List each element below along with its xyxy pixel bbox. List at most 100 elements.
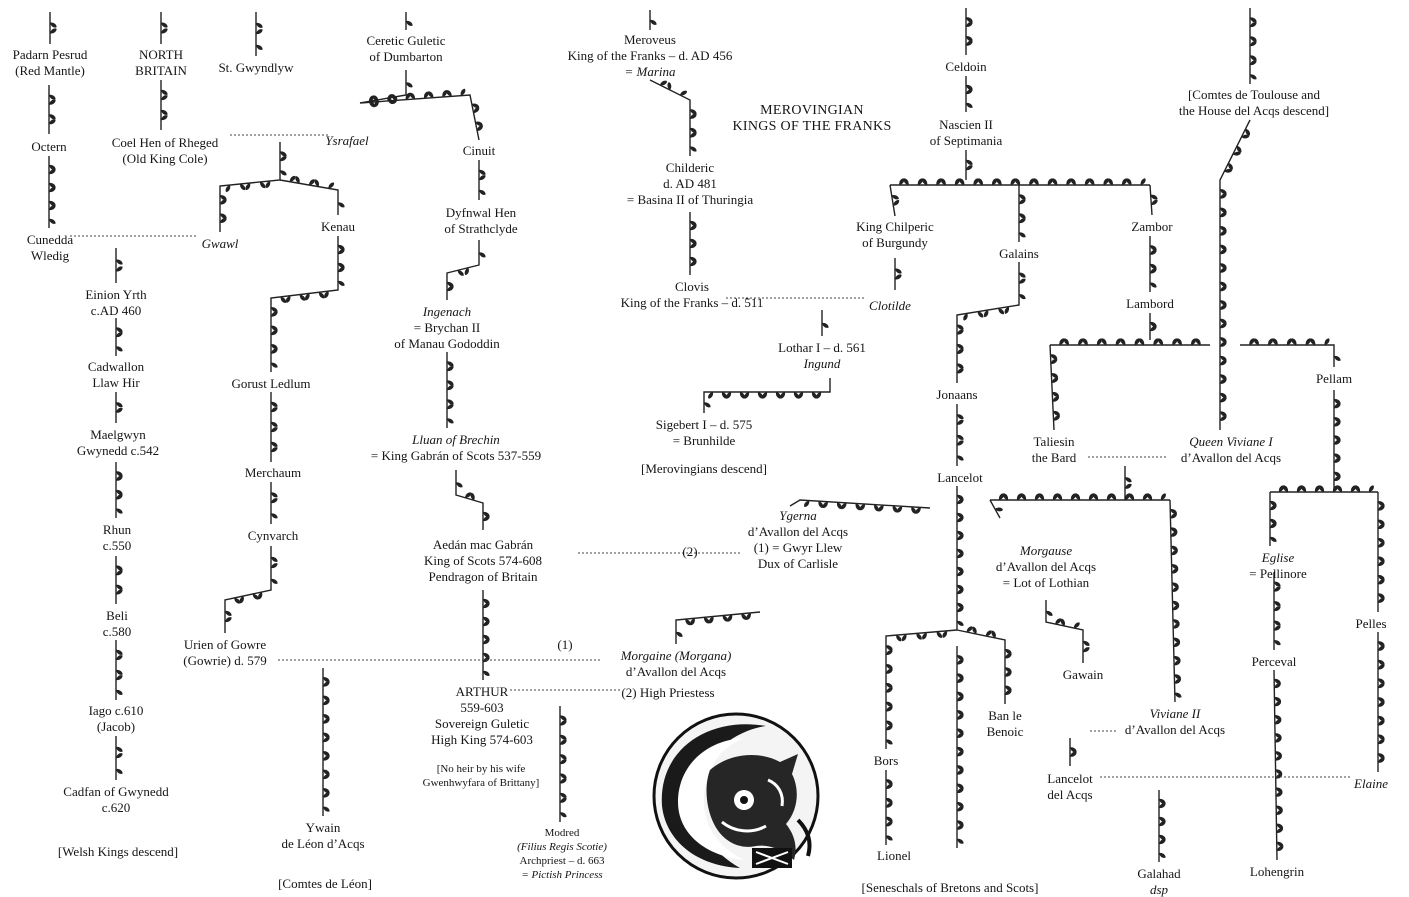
vine-leaf — [1378, 641, 1385, 647]
vine-leaf — [1170, 513, 1177, 519]
vine-leaf — [369, 101, 375, 108]
vine-leaf — [225, 617, 232, 623]
vine-leaf — [314, 179, 320, 187]
vine-leaf — [957, 765, 964, 771]
vine-leaf — [483, 598, 490, 604]
vine-leaf — [1158, 338, 1164, 345]
vine-leaf — [959, 178, 965, 185]
person-line: King of Scots 574-608 — [423, 553, 543, 568]
vine-leaf — [116, 266, 123, 272]
vine-leaf — [1115, 338, 1121, 345]
vine-leaf — [323, 732, 330, 738]
vine-leaf — [1274, 586, 1281, 592]
vine-leaf — [1173, 623, 1180, 629]
vine-leaf — [271, 330, 278, 336]
vine-leaf — [966, 36, 973, 42]
vine-leaf — [957, 434, 964, 440]
vine-leaf — [560, 734, 567, 740]
vine-leaf — [957, 548, 964, 554]
vine-leaf — [1334, 435, 1341, 441]
vine-leaf — [903, 178, 909, 185]
vine-leaf — [256, 22, 263, 28]
vine-leaf — [479, 189, 486, 195]
vine-leaf — [271, 311, 278, 317]
person-ygerna-marriage: (2) — [682, 544, 697, 560]
vine-leaf — [957, 714, 964, 720]
vine-leaf — [780, 392, 786, 399]
person-modred: Modred(Filius Regis Scotie)Archpriest – … — [517, 826, 607, 882]
vine-leaf — [1250, 41, 1257, 47]
vine-leaf — [1232, 151, 1241, 156]
vine-leaf — [739, 392, 745, 399]
person-gorust: Gorust Ledlum — [231, 376, 310, 392]
vine-leaf — [447, 281, 454, 287]
vine-leaf — [1101, 338, 1107, 345]
vine-leaf — [1270, 518, 1277, 524]
vine-leaf — [271, 556, 278, 562]
vine-leaf — [373, 95, 379, 102]
vine-leaf — [1083, 647, 1090, 653]
vine-leaf — [460, 88, 466, 96]
vine-leaf — [1324, 338, 1330, 345]
vine-leaf — [475, 121, 483, 126]
vine-leaf — [836, 502, 842, 510]
person-gwawl: Gwawl — [202, 236, 239, 252]
person-line: Archpriest – d. 663 — [519, 855, 605, 867]
vine-leaf — [161, 95, 168, 101]
vine-leaf — [116, 346, 123, 352]
vine-leaf — [116, 407, 123, 413]
vine-leaf — [406, 20, 413, 26]
vine-leaf — [1378, 734, 1385, 740]
vine-leaf — [886, 645, 893, 651]
vine-leaf — [271, 421, 278, 427]
person-line: [Seneschals of Bretons and Scots] — [861, 880, 1039, 895]
vine-connector — [956, 629, 1006, 704]
vine-leaf — [1150, 321, 1157, 327]
vine-leaf — [1005, 667, 1012, 673]
vine-leaf — [704, 402, 711, 408]
person-seneschals: [Seneschals of Bretons and Scots] — [862, 880, 1039, 896]
vine-leaf — [1378, 739, 1385, 745]
vine-leaf — [1334, 439, 1341, 445]
vine-leaf — [818, 501, 824, 508]
vine-leaf — [957, 494, 964, 500]
vine-leaf — [1220, 360, 1227, 366]
vine-leaf — [680, 90, 688, 96]
person-line: de Léon d’Acqs — [281, 836, 365, 851]
vine-leaf — [1378, 542, 1385, 548]
vine-connector — [270, 236, 339, 372]
vine-leaf — [471, 103, 480, 108]
vine-leaf — [1378, 697, 1385, 703]
vine-leaf — [886, 821, 893, 827]
person-line: del Acqs — [1047, 787, 1093, 802]
vine-leaf — [878, 505, 884, 512]
vine-leaf — [957, 348, 964, 354]
vine-leaf — [49, 200, 56, 206]
vine-leaf — [1003, 493, 1009, 500]
person-cynvarch: Cynvarch — [248, 528, 299, 544]
vine-leaf — [161, 109, 168, 115]
vine-leaf — [116, 584, 123, 590]
person-bors: Bors — [874, 753, 899, 769]
vine-leaf — [323, 695, 330, 701]
vine-connector — [789, 499, 931, 509]
vine-leaf — [957, 419, 964, 425]
vine-leaf — [1171, 564, 1179, 570]
person-line: (2) — [682, 544, 698, 559]
person-line: Pelles — [1355, 616, 1387, 631]
vine-leaf — [1378, 574, 1385, 580]
vine-leaf — [271, 401, 278, 407]
vine-leaf — [116, 589, 123, 595]
vine-leaf — [922, 178, 928, 185]
vine-leaf — [1084, 178, 1090, 185]
vine-leaf — [1296, 485, 1302, 492]
person-line: of Manau Gododdin — [394, 336, 500, 351]
vine-leaf — [483, 621, 490, 627]
person-elaine: Elaine — [1354, 776, 1388, 792]
vine-leaf — [1241, 134, 1250, 139]
person-ysrafael: Ysrafael — [325, 133, 368, 149]
vine-leaf — [1052, 493, 1058, 500]
person-line: (Filius Regis Scotie) — [517, 841, 607, 853]
